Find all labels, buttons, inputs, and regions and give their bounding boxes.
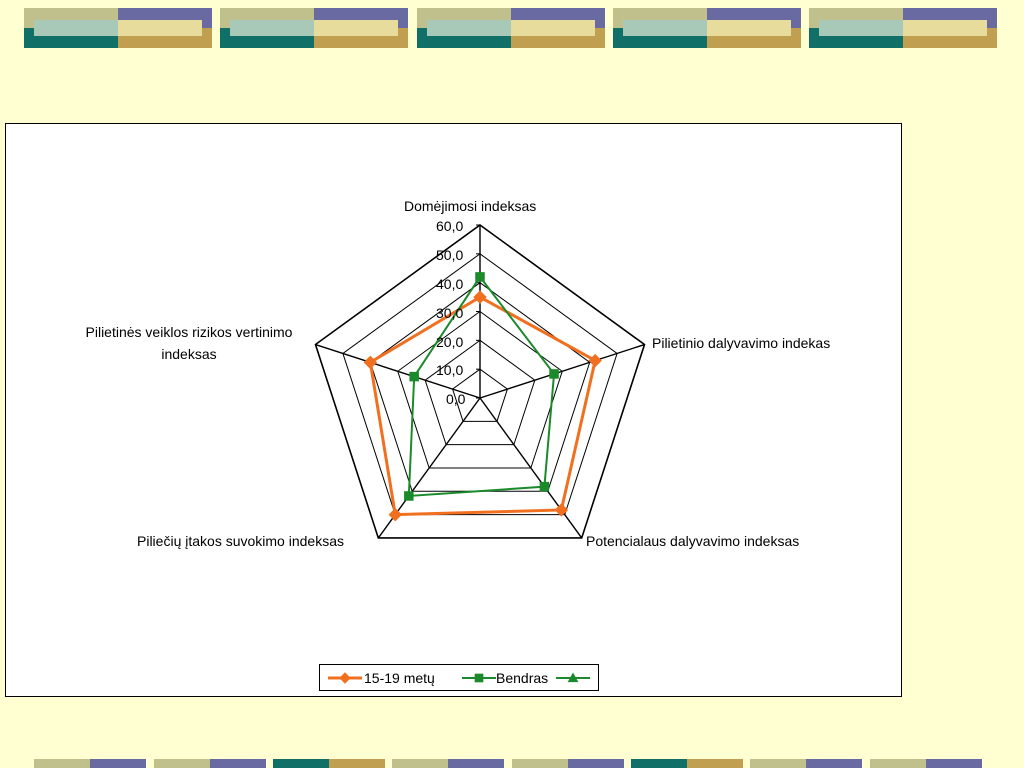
decorative-tile <box>809 8 997 48</box>
grid-ring <box>451 368 509 422</box>
decorative-tile <box>392 759 504 768</box>
decorative-tile <box>870 759 982 768</box>
legend-label: Bendras <box>496 670 549 686</box>
data-point <box>388 507 402 522</box>
top-decorative-band <box>0 8 1024 48</box>
decorative-tile <box>512 759 624 768</box>
tick-label: 40,0 <box>436 276 464 292</box>
legend-swatch-triangle <box>556 672 590 683</box>
axis-title-rizikos-vertinimo: Pilietinės veiklos rizikos vertinimo ind… <box>85 324 293 362</box>
data-point <box>567 672 579 683</box>
tick-label: 50,0 <box>436 247 464 263</box>
legend: 15-19 metų Bendras <box>319 664 599 691</box>
legend-label: 15-19 metų <box>364 670 435 686</box>
decorative-tile <box>220 8 408 48</box>
data-point <box>474 673 484 683</box>
tick-label: 20,0 <box>436 334 464 350</box>
decorative-tile <box>750 759 862 768</box>
radar-chart: Domėjimosi indeksas Pilietinio dalyvavim… <box>5 123 902 697</box>
grid-ring <box>424 339 536 446</box>
series-line <box>407 275 556 498</box>
data-point <box>404 491 414 501</box>
bottom-decorative-band <box>0 759 1024 768</box>
data-point <box>554 503 569 517</box>
axis-spoke <box>479 397 583 539</box>
data-point <box>473 290 487 304</box>
tick-label: 0,0 <box>446 391 466 407</box>
decorative-tile <box>154 759 266 768</box>
axis-spoke <box>479 343 645 399</box>
axis-title-potencialaus-dalyvavimo: Potencialaus dalyvavimo indeksas <box>586 533 800 549</box>
data-point <box>475 272 485 282</box>
data-point <box>363 355 378 370</box>
decorative-tile <box>613 8 801 48</box>
grid-ring <box>397 310 563 469</box>
radar-plot <box>314 224 646 539</box>
decorative-tile <box>34 759 146 768</box>
legend-swatch-diamond <box>328 672 362 684</box>
axis-spoke <box>315 343 481 399</box>
data-point <box>539 481 550 492</box>
decorative-tile <box>417 8 605 48</box>
axis-title-pilieciu-itakos: Piliečių įtakos suvokimo indeksas <box>137 533 344 549</box>
decorative-tile <box>24 8 212 48</box>
series-line <box>368 295 597 517</box>
tick-label: 30,0 <box>436 305 464 321</box>
decorative-tile <box>631 759 743 768</box>
data-point <box>339 672 351 684</box>
data-point <box>409 371 419 382</box>
grid-ring <box>314 224 646 539</box>
decorative-tile <box>273 759 385 768</box>
axis-title-pilietinio-dalyvavimo: Pilietinio dalyvavimo indekas <box>652 335 831 351</box>
axis-title-domejimosi: Domėjimosi indeksas <box>404 198 537 214</box>
data-point <box>549 369 559 379</box>
tick-label: 60,0 <box>436 218 464 234</box>
legend-swatch-square <box>462 673 496 683</box>
tick-label: 10,0 <box>436 362 464 378</box>
data-point <box>588 353 602 368</box>
grid-ring <box>342 253 618 516</box>
